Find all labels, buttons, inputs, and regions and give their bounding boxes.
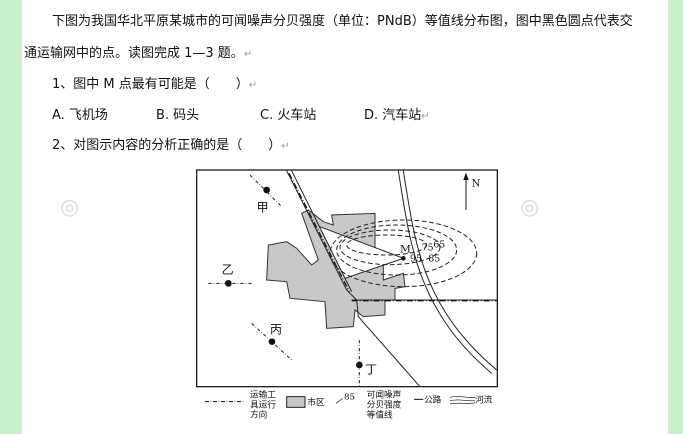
legend: 运输工 具运行 方向 市区 85 可闻噪声 分贝强度 等值线 公路 河流 — [205, 388, 493, 420]
legend-contour-3: 等值线 — [367, 408, 393, 420]
label-yi: 乙 — [222, 262, 234, 276]
question-2: 2、对图示内容的分析正确的是（ ）↵ — [52, 134, 290, 153]
point-m[interactable] — [401, 256, 406, 261]
intro-line-1: 下图为我国华北平原某城市的可闻噪声分贝强度（单位：PNdB）等值线分布图，图中黑… — [52, 10, 633, 29]
intro-text-2: 通运输网中的点。读图完成 1—3 题。 — [24, 46, 244, 61]
legend-contour-value: 85 — [344, 392, 355, 402]
north-arrow-icon — [463, 172, 469, 210]
question-1-options: A. 飞机场 B. 码头 C. 火车站 D. 汽车站↵ — [52, 104, 430, 123]
option-d[interactable]: D. 汽车站 — [364, 108, 422, 123]
legend-road: 公路 — [424, 393, 442, 405]
question-1-stem: 1、图中 M 点最有可能是（ ） — [52, 77, 249, 92]
river — [397, 170, 497, 374]
legend-contour-icon — [335, 398, 343, 404]
legend-transport-3: 方向 — [250, 408, 267, 420]
option-a[interactable]: A. 飞机场 — [52, 108, 108, 123]
point-yi[interactable] — [225, 280, 232, 287]
north-label: N — [472, 179, 481, 190]
paragraph-mark: ↵ — [243, 49, 253, 60]
legend-contour-1: 可闻噪声 — [367, 388, 402, 400]
contour-label-75: 75 — [422, 243, 434, 254]
legend-transport-2: 具运行 — [250, 398, 276, 410]
paragraph-mark: ↵ — [421, 111, 430, 122]
legend-city: 市区 — [307, 396, 325, 408]
legend-river: 河流 — [475, 393, 493, 405]
label-m: M — [400, 243, 411, 256]
option-c[interactable]: C. 火车站 — [260, 108, 317, 123]
legend-river-icon — [449, 396, 476, 405]
question-2-stem: 2、对图示内容的分析正确的是（ ） — [52, 138, 282, 153]
intro-line-2: 通运输网中的点。读图完成 1—3 题。↵ — [24, 42, 252, 61]
contour-label-85: 85 — [428, 254, 440, 265]
paragraph-mark: ↵ — [281, 141, 290, 152]
legend-contour-2: 分贝强度 — [367, 398, 402, 410]
transport-points — [225, 186, 406, 369]
legend-transport-1: 运输工 — [250, 388, 276, 400]
point-jia[interactable] — [263, 186, 270, 194]
legend-city-icon — [286, 396, 306, 408]
intro-text-1: 下图为我国华北平原某城市的可闻噪声分贝强度（单位：PNdB）等值线分布图，图中黑… — [52, 14, 633, 29]
option-b[interactable]: B. 码头 — [156, 108, 200, 123]
noise-contour-map: 甲 乙 丙 丁 M 95 85 75 65 N 运输工 具运行 方向 市区 85… — [196, 169, 498, 420]
paragraph-mark: ↵ — [248, 80, 258, 91]
contour-label-95: 95 — [410, 254, 422, 265]
point-ding[interactable] — [356, 361, 363, 369]
label-ding: 丁 — [365, 362, 377, 376]
point-bing[interactable] — [268, 338, 276, 345]
label-bing: 丙 — [270, 322, 282, 336]
transport-direction-line — [288, 173, 497, 302]
label-jia: 甲 — [257, 201, 269, 215]
watermark-left: ◎ — [60, 195, 80, 220]
contour-label-65: 65 — [433, 239, 445, 250]
watermark-right: ◎ — [520, 195, 540, 220]
question-1: 1、图中 M 点最有可能是（ ）↵ — [52, 73, 257, 92]
